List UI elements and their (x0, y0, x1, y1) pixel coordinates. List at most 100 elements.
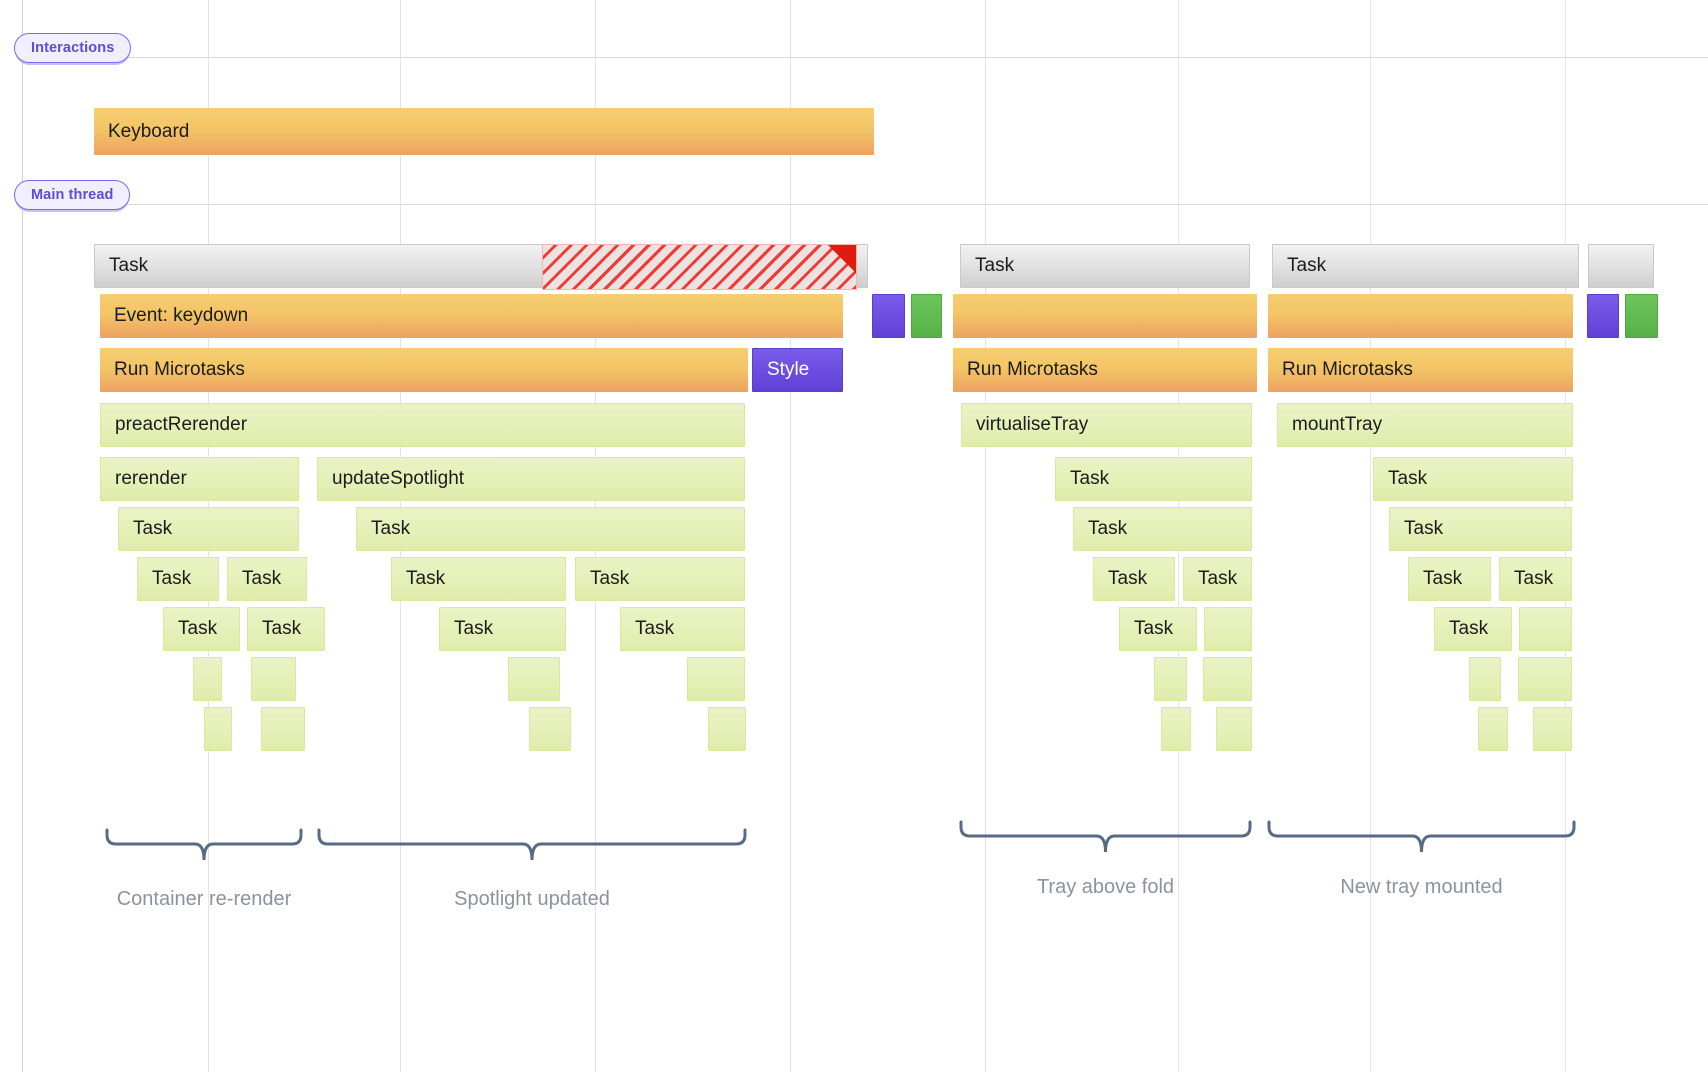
track-divider-1 (22, 204, 1708, 205)
bracket-path (317, 828, 747, 861)
flame-unlabeled-1-3[interactable] (953, 294, 1257, 338)
flame-task-6-2[interactable]: Task (391, 557, 566, 601)
flame-unlabeled-1-4[interactable] (1268, 294, 1573, 338)
flame-rerender-4-0[interactable]: rerender (100, 457, 299, 501)
bar-label: mountTray (1292, 414, 1383, 435)
flame-unlabeled-1-2[interactable] (911, 294, 942, 338)
annotation-label-new-tray-mounted: New tray mounted (1340, 876, 1503, 898)
flame-unlabeled-9-3[interactable] (708, 707, 746, 751)
gridline-5 (985, 0, 986, 1072)
flame-task-5-3[interactable]: Task (1389, 507, 1572, 551)
bar-label: Task (590, 568, 630, 589)
flame-unlabeled-8-7[interactable] (1518, 657, 1572, 701)
flame-unlabeled-8-1[interactable] (251, 657, 296, 701)
flame-task-7-6[interactable]: Task (1434, 607, 1512, 651)
bar-label: Keyboard (108, 120, 190, 142)
flame-task-7-2[interactable]: Task (439, 607, 566, 651)
flame-task-6-3[interactable]: Task (575, 557, 745, 601)
flame-task-5-0[interactable]: Task (118, 507, 299, 551)
track-pill-label: Interactions (31, 40, 115, 56)
flame-unlabeled-1-6[interactable] (1625, 294, 1658, 338)
flame-unlabeled-9-4[interactable] (1161, 707, 1191, 751)
flame-unlabeled-7-7[interactable] (1519, 607, 1572, 651)
track-pill-main-thread[interactable]: Main thread (14, 180, 131, 210)
flame-unlabeled-8-2[interactable] (508, 657, 560, 701)
flame-unlabeled-8-3[interactable] (687, 657, 745, 701)
flame-task-6-7[interactable]: Task (1499, 557, 1572, 601)
flame-task-0-2[interactable]: Task (960, 244, 1250, 288)
gridline-7 (1370, 0, 1371, 1072)
bracket-path (1267, 820, 1576, 853)
gridline-4 (790, 0, 791, 1072)
flame-run-microtasks-2-0[interactable]: Run Microtasks (100, 348, 748, 392)
bar-label: Task (1070, 468, 1110, 489)
bar-label: Task (371, 518, 411, 539)
flame-task-7-1[interactable]: Task (247, 607, 325, 651)
bar-label: Task (1088, 518, 1128, 539)
bracket-path (959, 820, 1252, 853)
bar-label: Task (178, 618, 218, 639)
flame-unlabeled-9-6[interactable] (1478, 707, 1508, 751)
bar-label: Style (767, 359, 810, 380)
flame-task-5-2[interactable]: Task (1073, 507, 1252, 551)
flame-mounttray-3-2[interactable]: mountTray (1277, 403, 1573, 447)
flame-unlabeled-9-0[interactable] (204, 707, 232, 751)
flame-unlabeled-1-5[interactable] (1587, 294, 1619, 338)
flame-task-7-3[interactable]: Task (620, 607, 745, 651)
bar-label: Task (975, 255, 1015, 276)
flame-unlabeled-0-4[interactable] (1588, 244, 1654, 288)
flame-style-2-1[interactable]: Style (752, 348, 843, 392)
bar-label: Task (1198, 568, 1238, 589)
flame-task-5-1[interactable]: Task (356, 507, 745, 551)
flame-unlabeled-1-1[interactable] (872, 294, 905, 338)
bar-label: Task (635, 618, 675, 639)
flame-task-6-1[interactable]: Task (227, 557, 307, 601)
track-pill-interactions[interactable]: Interactions (14, 33, 132, 63)
bar-label: Run Microtasks (1282, 359, 1413, 380)
bar-label: Task (242, 568, 282, 589)
bar-label: Event: keydown (114, 305, 249, 326)
flame-run-microtasks-2-2[interactable]: Run Microtasks (953, 348, 1257, 392)
flame-task-7-4[interactable]: Task (1119, 607, 1197, 651)
flame-task-4-3[interactable]: Task (1373, 457, 1573, 501)
annotation-bracket-tray-above-fold (959, 820, 1252, 854)
long-task-warning-overlay[interactable] (542, 244, 857, 290)
flame-unlabeled-7-5[interactable] (1204, 607, 1252, 651)
flame-task-6-0[interactable]: Task (137, 557, 219, 601)
flame-unlabeled-8-4[interactable] (1154, 657, 1187, 701)
bar-label: updateSpotlight (332, 468, 465, 489)
flame-task-6-6[interactable]: Task (1408, 557, 1491, 601)
bar-label: preactRerender (115, 414, 248, 435)
flame-task-0-3[interactable]: Task (1272, 244, 1579, 288)
flame-unlabeled-9-7[interactable] (1533, 707, 1572, 751)
bar-label: Task (262, 618, 302, 639)
flame-task-6-5[interactable]: Task (1183, 557, 1252, 601)
flame-unlabeled-8-6[interactable] (1469, 657, 1501, 701)
bar-label: Task (1134, 618, 1174, 639)
flame-task-4-2[interactable]: Task (1055, 457, 1252, 501)
flame-preactrerender-3-0[interactable]: preactRerender (100, 403, 745, 447)
annotation-label-container-re-render: Container re-render (116, 888, 292, 910)
flame-unlabeled-9-2[interactable] (529, 707, 571, 751)
flame-unlabeled-8-0[interactable] (193, 657, 222, 701)
gridline-0 (22, 0, 23, 1072)
annotation-label-spotlight-updated: Spotlight updated (454, 888, 610, 910)
flame-unlabeled-9-5[interactable] (1216, 707, 1252, 751)
flame-task-7-0[interactable]: Task (163, 607, 240, 651)
flame-unlabeled-9-1[interactable] (261, 707, 305, 751)
bar-label: Task (454, 618, 494, 639)
interaction-keyboard-0-0[interactable]: Keyboard (94, 108, 874, 155)
flame-virtualisetray-3-1[interactable]: virtualiseTray (961, 403, 1252, 447)
bar-label: Run Microtasks (967, 359, 1098, 380)
bar-label: Task (1423, 568, 1463, 589)
bar-label: Run Microtasks (114, 359, 245, 380)
flame-unlabeled-8-5[interactable] (1203, 657, 1252, 701)
bar-label: Task (109, 255, 149, 276)
flame-event-keydown-1-0[interactable]: Event: keydown (100, 294, 843, 338)
flame-updatespotlight-4-1[interactable]: updateSpotlight (317, 457, 745, 501)
flame-run-microtasks-2-3[interactable]: Run Microtasks (1268, 348, 1573, 392)
bar-label: Task (133, 518, 173, 539)
bar-label: Task (1287, 255, 1327, 276)
flame-task-6-4[interactable]: Task (1093, 557, 1175, 601)
